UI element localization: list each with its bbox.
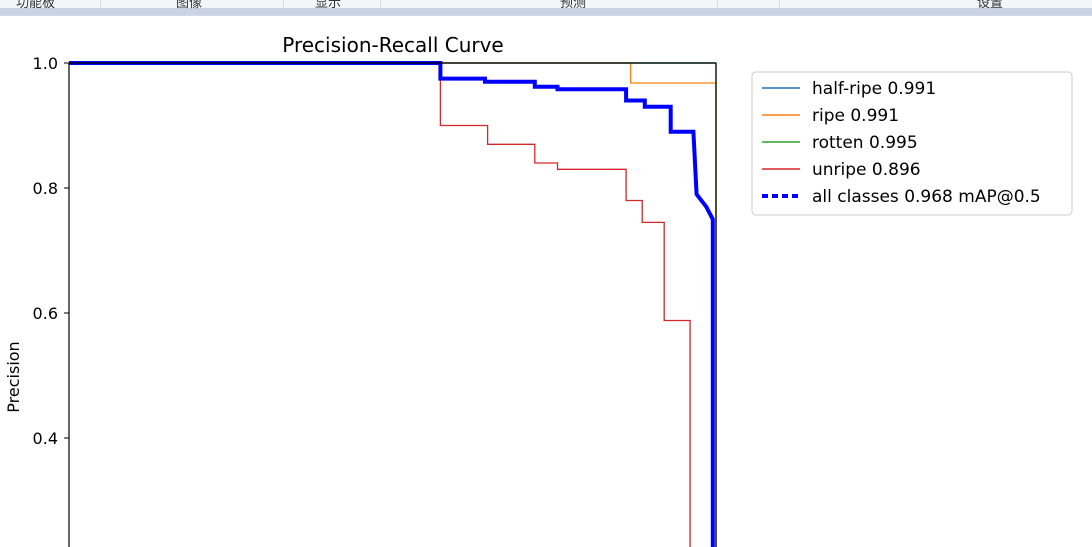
legend-label-1: ripe 0.991 (812, 106, 899, 126)
header-cell-6[interactable]: 设置 (779, 0, 1092, 11)
y-axis-ticks: 1.0 0.8 0.6 0.4 (33, 54, 69, 448)
legend-label-3: unripe 0.896 (812, 160, 921, 180)
legend-box (751, 71, 1073, 216)
header-label-5: 设置 (977, 0, 1004, 11)
header-label-2: 图像 (176, 0, 203, 11)
legend-label-2: rotten 0.995 (812, 133, 918, 153)
header-cell-3[interactable]: 显示 (283, 0, 381, 11)
y-tick-label-3: 0.4 (33, 429, 58, 448)
series-line-1 (69, 62, 717, 547)
header-label-4: 预测 (560, 0, 587, 11)
y-tick-label-0: 1.0 (33, 54, 58, 73)
header-divider (0, 8, 1092, 15)
legend-label-4: all classes 0.968 mAP@0.5 (812, 187, 1041, 207)
y-tick-label-2: 0.6 (33, 304, 58, 323)
series-line-3 (69, 62, 691, 547)
header-cell-4[interactable]: 预测 (380, 0, 718, 11)
header-cell-1[interactable]: 功能板 (0, 0, 101, 11)
header-label-1: 功能板 (16, 0, 56, 11)
axes-frame (68, 62, 717, 547)
header-cell-5[interactable] (717, 0, 780, 8)
series-lines (69, 61, 717, 547)
y-tick-label-1: 0.8 (33, 179, 58, 198)
y-axis-label: Precision (4, 341, 23, 412)
window-header-strip: 功能板 图像 显示 预测 设置 (0, 0, 1092, 16)
series-line-2 (69, 62, 717, 547)
series-line-4 (69, 61, 715, 547)
legend-label-0: half-ripe 0.991 (812, 79, 936, 99)
header-label-3: 显示 (315, 0, 342, 11)
header-cell-2[interactable]: 图像 (100, 0, 284, 11)
legend: half-ripe 0.991 ripe 0.991 rotten 0.995 unr… (751, 71, 1073, 216)
chart-title: Precision-Recall Curve (282, 33, 503, 57)
